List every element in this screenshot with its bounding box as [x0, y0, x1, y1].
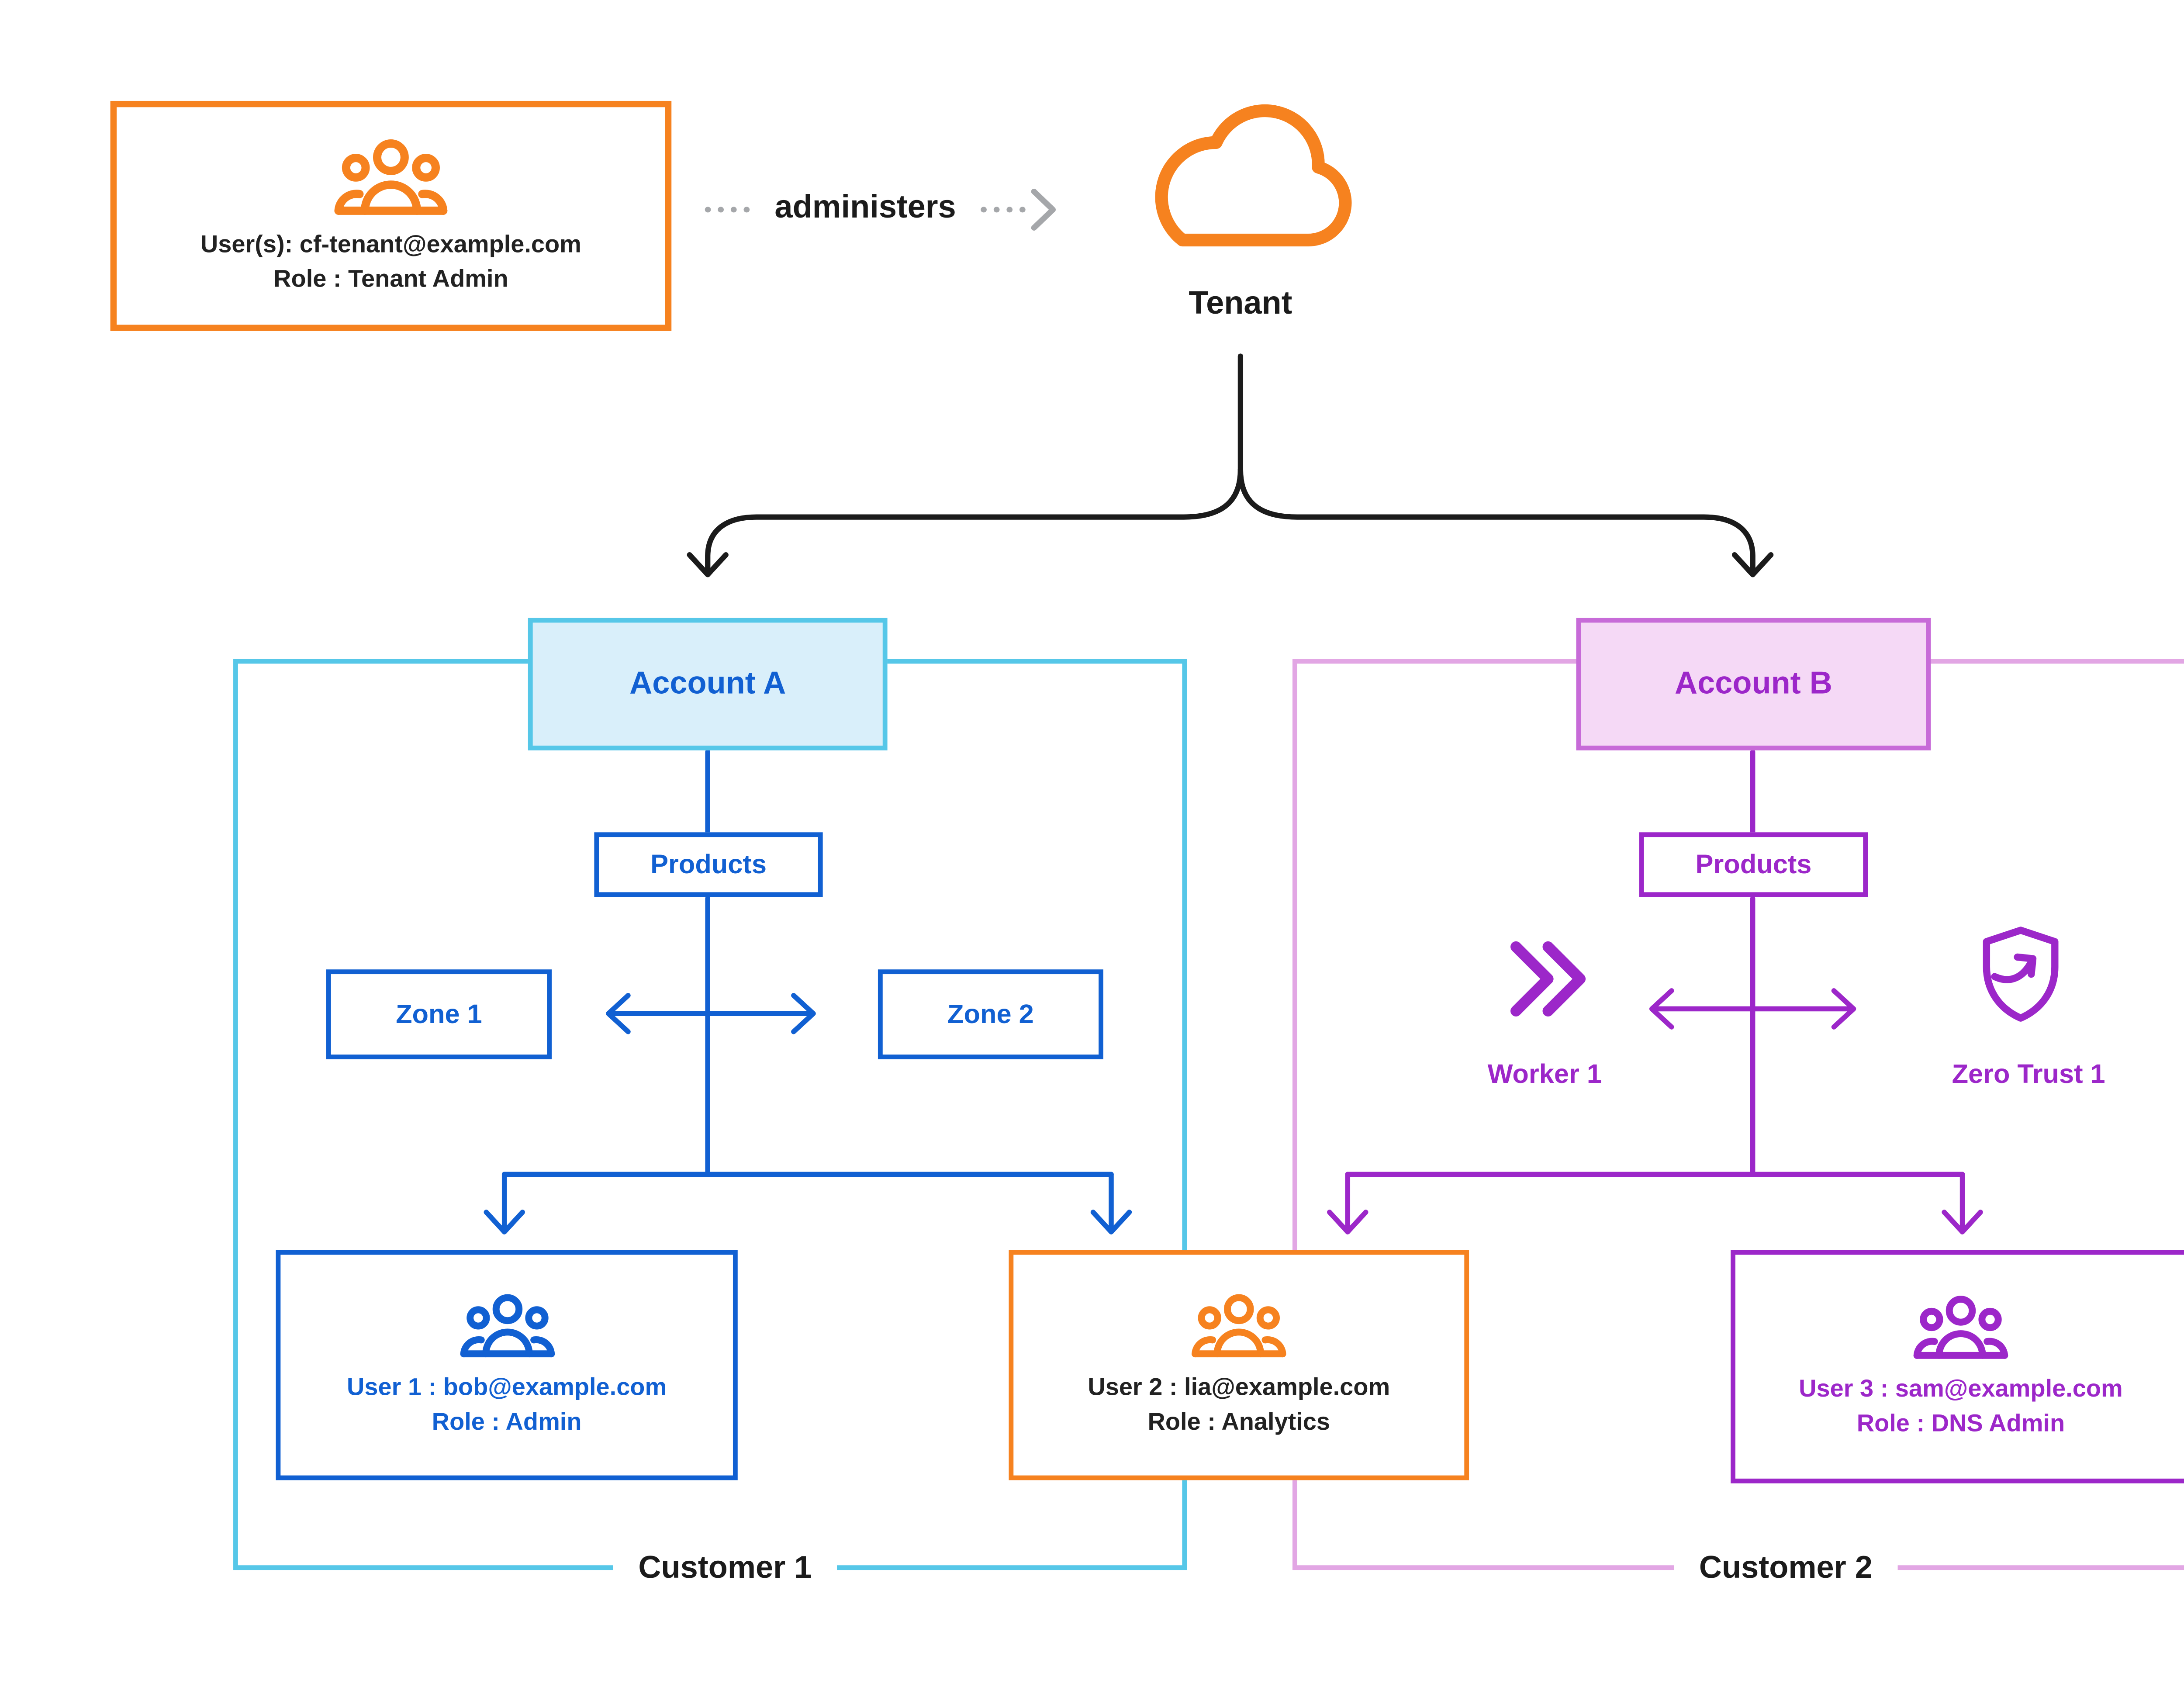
- administers-label: administers: [774, 189, 956, 226]
- workers-icon: [1510, 941, 1586, 1017]
- tenant-admin-card: User(s): cf-tenant@example.com Role : Te…: [110, 100, 672, 331]
- account-a-box: Account A: [528, 618, 888, 750]
- users-icon: [332, 135, 449, 221]
- tenant-label: Tenant: [1189, 285, 1292, 322]
- arrowhead-to-user1: [484, 1210, 525, 1234]
- arrowhead-to-zerotrust: [1831, 988, 1856, 1030]
- user3-id: User 3 : sam@example.com: [1799, 1375, 2123, 1402]
- account-b-label: Account B: [1675, 666, 1832, 701]
- zone2-box: Zone 2: [878, 969, 1103, 1059]
- products-b-label: Products: [1695, 849, 1812, 879]
- zone1-box: Zone 1: [326, 969, 552, 1059]
- zero-trust-icon: [1983, 927, 2059, 1022]
- users-icon: [458, 1290, 556, 1363]
- products-a-label: Products: [650, 849, 767, 879]
- user1-id: User 1 : bob@example.com: [347, 1373, 667, 1401]
- users-icon: [1912, 1292, 2010, 1364]
- account-b-box: Account B: [1576, 618, 1931, 750]
- arrowhead-to-user3: [1942, 1210, 1983, 1234]
- arrowhead-to-account-b: [1732, 552, 1774, 577]
- tenant-admin-role: Role : Tenant Admin: [273, 266, 508, 293]
- zone2-label: Zone 2: [947, 998, 1034, 1029]
- customer1-label: Customer 1: [613, 1548, 837, 1591]
- dotted-arrowhead: [1031, 188, 1056, 231]
- arrowhead-to-account-a: [687, 552, 729, 577]
- user3-role: Role : DNS Admin: [1856, 1410, 2065, 1437]
- administers-dotted-arrow: [705, 188, 1056, 231]
- arrowhead-to-user2-from-a: [1090, 1210, 1132, 1234]
- customer2-label: Customer 2: [1674, 1548, 1898, 1591]
- zone1-label: Zone 1: [396, 998, 482, 1029]
- tenant-admin-users: User(s): cf-tenant@example.com: [200, 231, 581, 258]
- tenant-fork-connector: [687, 353, 1774, 577]
- account-a-connectors: [484, 749, 1132, 1234]
- products-a-box: Products: [594, 832, 823, 897]
- user2-role: Role : Analytics: [1147, 1408, 1330, 1435]
- tenant-cloud-icon: [1155, 104, 1352, 247]
- user3-card: User 3 : sam@example.com Role : DNS Admi…: [1731, 1250, 2184, 1483]
- products-b-box: Products: [1639, 832, 1868, 897]
- user2-card: User 2 : lia@example.com Role : Analytic…: [1009, 1250, 1469, 1480]
- user1-card: User 1 : bob@example.com Role : Admin: [276, 1250, 738, 1480]
- arrowhead-to-zone2: [791, 992, 816, 1034]
- users-icon: [1190, 1290, 1288, 1363]
- arrowhead-to-user2-from-b: [1327, 1210, 1368, 1234]
- arrowhead-to-zone1: [606, 992, 631, 1034]
- arrowhead-to-worker: [1649, 988, 1674, 1030]
- account-a-label: Account A: [629, 666, 786, 701]
- user1-role: Role : Admin: [432, 1408, 582, 1435]
- account-b-connectors: [1327, 749, 1983, 1234]
- zero-trust1-label: Zero Trust 1: [1952, 1059, 2105, 1089]
- user2-id: User 2 : lia@example.com: [1088, 1373, 1390, 1401]
- worker1-label: Worker 1: [1487, 1059, 1602, 1089]
